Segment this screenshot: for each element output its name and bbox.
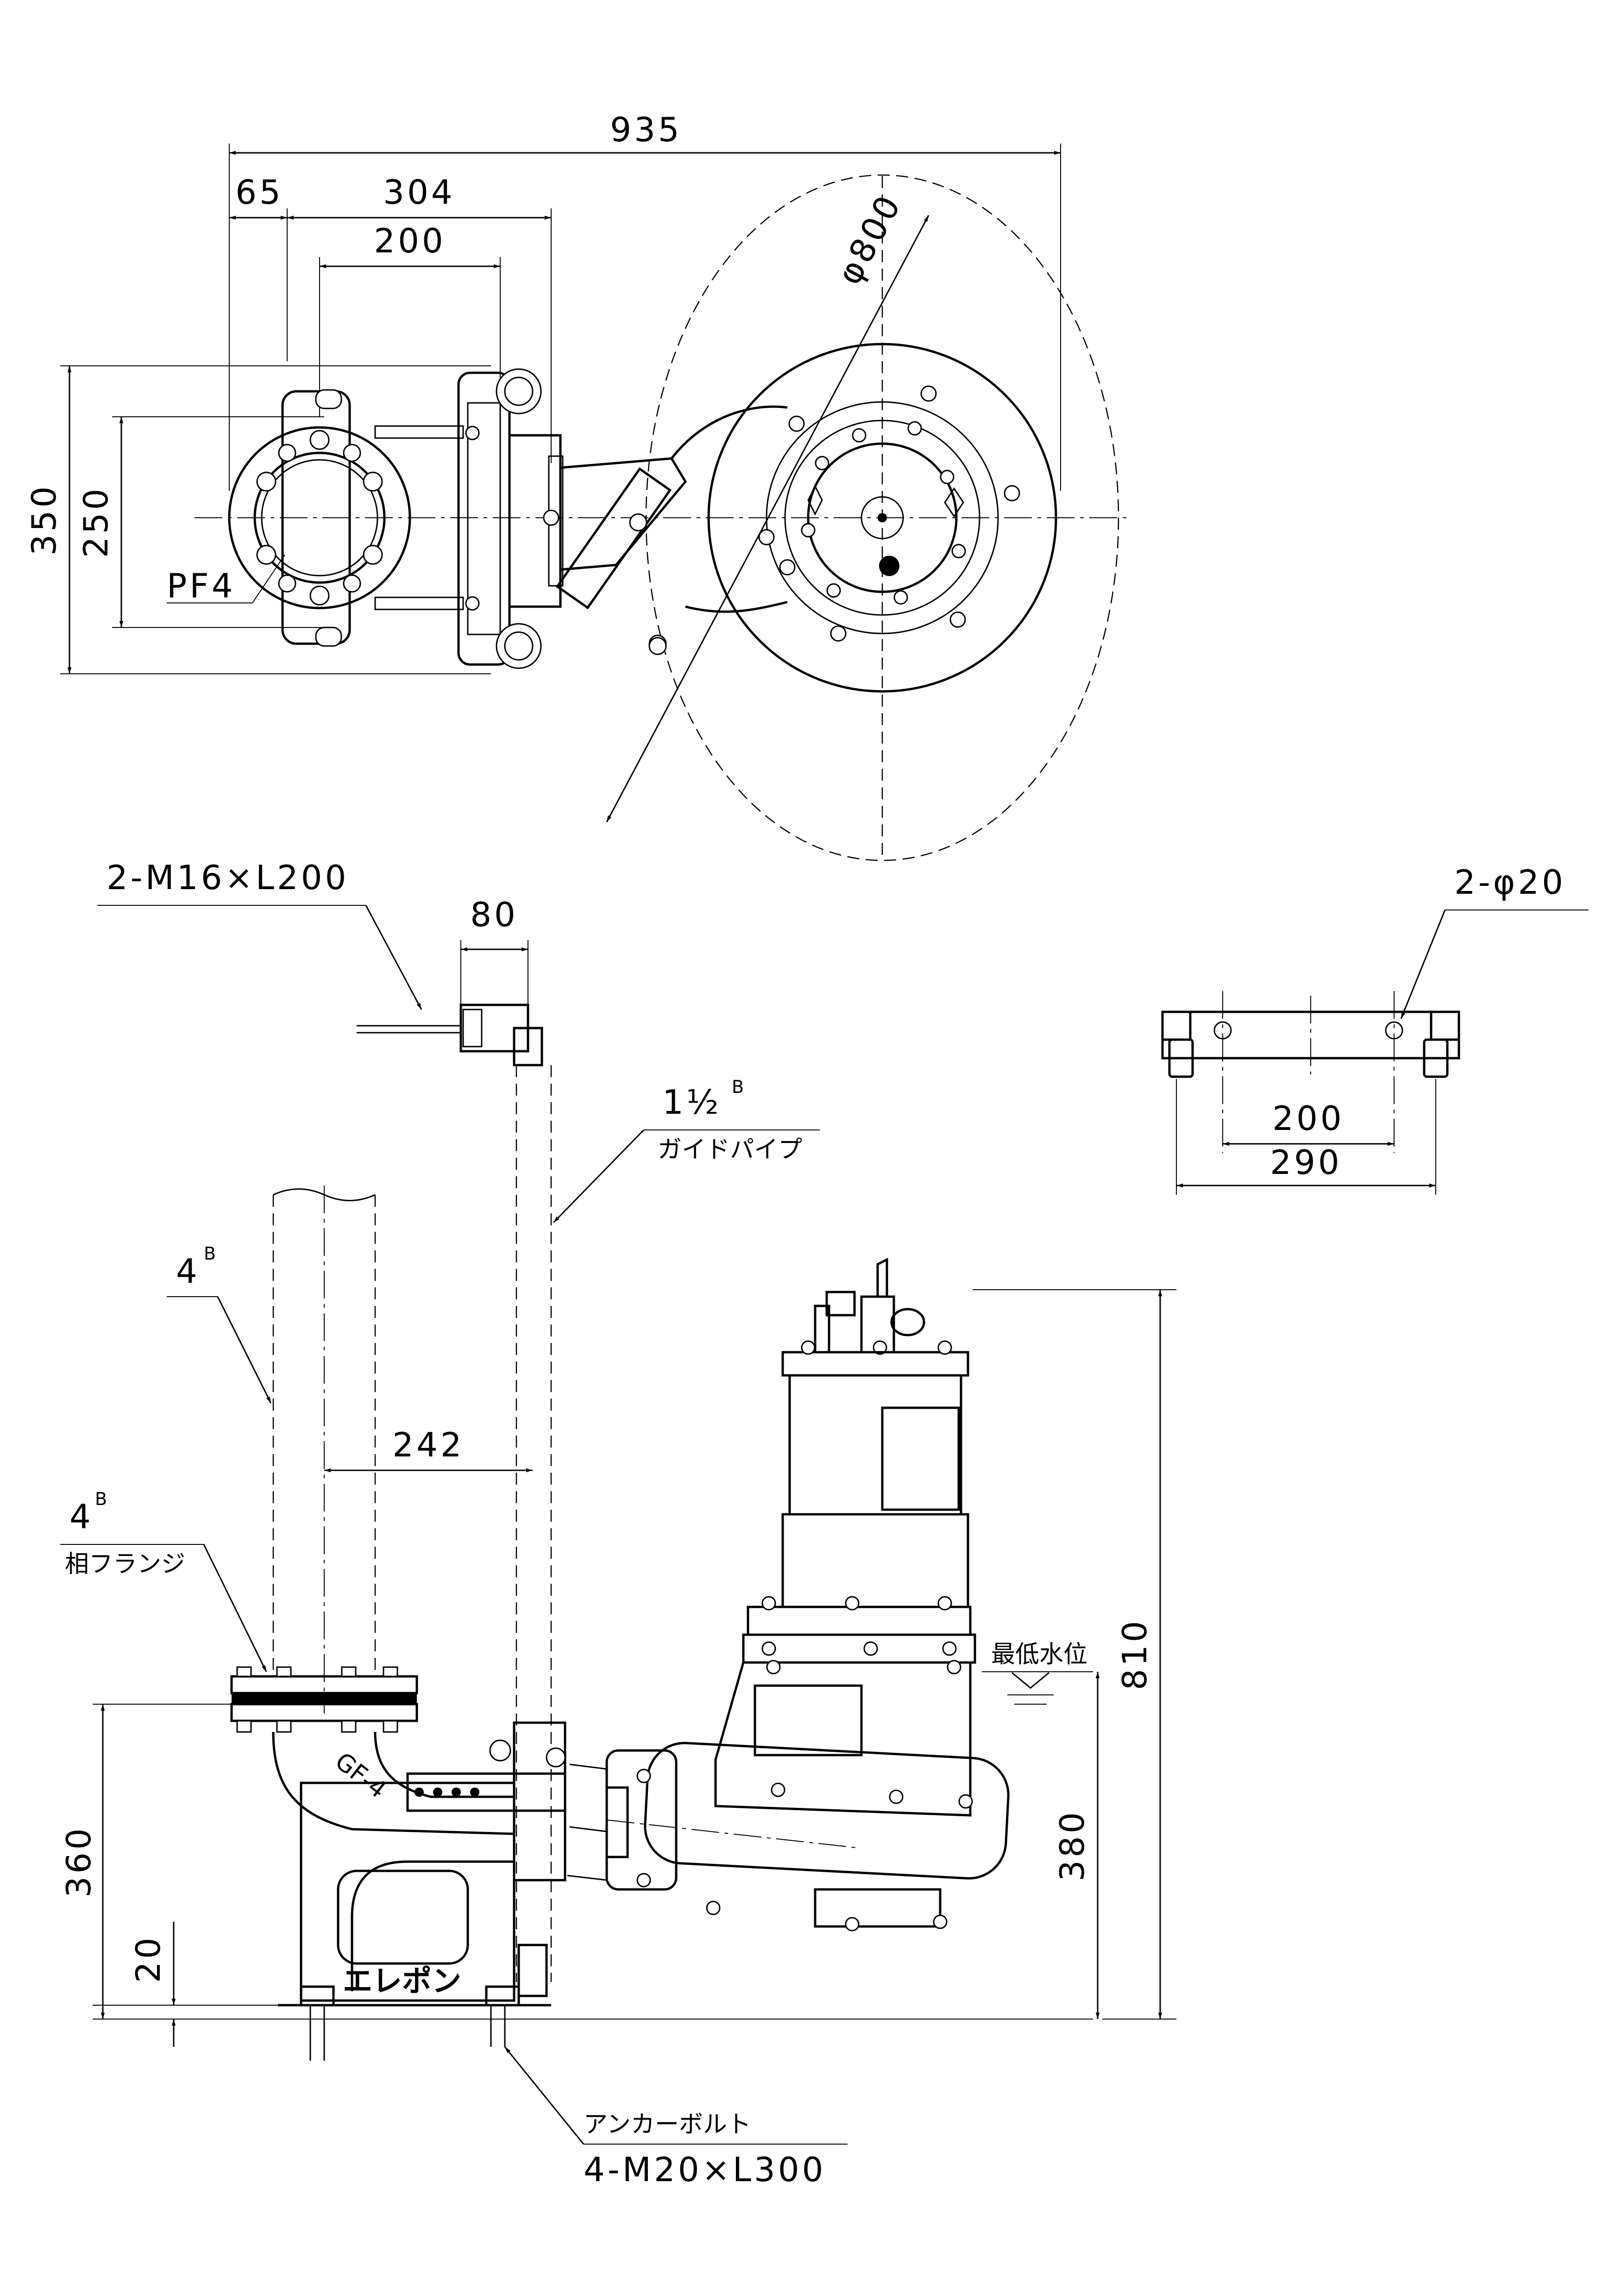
dim-bracket-290: 290 [1270, 1143, 1342, 1182]
label-guide-pipe-sup: B [732, 1077, 744, 1097]
dim-935: 935 [610, 110, 682, 149]
label-pipe-4b-sup: B [204, 1243, 216, 1264]
label-casting-mark: GF-4 [330, 1747, 391, 1804]
dim-810: 810 [1115, 1618, 1154, 1690]
label-guide-pipe-size: 1½ [662, 1083, 722, 1122]
dim-200-top: 200 [374, 221, 446, 260]
dim-242: 242 [392, 1425, 464, 1464]
guide-pipe-ring-top [496, 368, 542, 414]
dim-bracket-200: 200 [1272, 1099, 1344, 1138]
dim-80: 80 [470, 895, 518, 934]
label-flange: 相フランジ [65, 1550, 185, 1578]
bracket-view: 2-φ20 200 290 [1161, 863, 1589, 1195]
nameplate [754, 1684, 863, 1757]
side-view: 2-M16×L200 80 1½ B ガイドパイプ 4 B 2 [59, 858, 1176, 2189]
pump-flange [555, 467, 672, 609]
label-bolt-spec: 2-M16×L200 [107, 858, 349, 897]
lifting-eye [890, 1308, 925, 1336]
base-elbow [272, 1731, 515, 1991]
flange-bracket [281, 390, 351, 645]
terminal-box [881, 1406, 960, 1511]
guide-rail-bracket [457, 371, 511, 666]
dim-65: 65 [235, 173, 283, 212]
dim-350: 350 [25, 483, 63, 555]
dim-20: 20 [129, 1935, 168, 1983]
coupling-side [513, 1721, 566, 1882]
label-anchor-bolt: アンカーボルト [584, 2111, 751, 2139]
water-level-icon [1012, 1672, 1049, 1689]
label-hole-spec: 2-φ20 [1454, 863, 1566, 902]
label-anchor-spec: 4-M20×L300 [584, 2150, 826, 2189]
label-guide-pipe: ガイドパイプ [658, 1136, 802, 1164]
dim-380: 380 [1053, 1809, 1092, 1881]
motor-bracket-flange [747, 1606, 972, 1636]
pump-upper-casing [714, 1661, 972, 1817]
top-view: 935 65 304 200 350 250 [25, 110, 1130, 861]
pump-assembly [567, 1257, 1010, 1932]
motor-housing [788, 1374, 962, 1516]
motor-lower-body [781, 1513, 969, 1608]
guide-hook-plate [406, 1772, 566, 1812]
discharge-bore [253, 452, 386, 584]
dim-304: 304 [383, 173, 455, 212]
label-flange-size-sup: B [95, 1489, 107, 1509]
label-flange-size: 4 [69, 1497, 94, 1536]
guide-pipe-ring-bottom [496, 623, 542, 669]
brand-mark: エレポン [343, 1964, 461, 1999]
dim-line-diameter [606, 215, 930, 822]
motor-cover-flange [781, 1351, 969, 1377]
elbow-connector [559, 457, 687, 571]
label-pipe-4b: 4 [176, 1252, 200, 1291]
dim-360: 360 [59, 1826, 98, 1897]
label-pf4: PF4 [167, 566, 236, 605]
label-water-level: 最低水位 [991, 1641, 1087, 1669]
dim-250: 250 [76, 486, 115, 558]
volute-casing [644, 1742, 1010, 1880]
discharge-flange [228, 426, 411, 609]
base-window [337, 1869, 469, 1965]
pump-stand [814, 1888, 942, 1928]
